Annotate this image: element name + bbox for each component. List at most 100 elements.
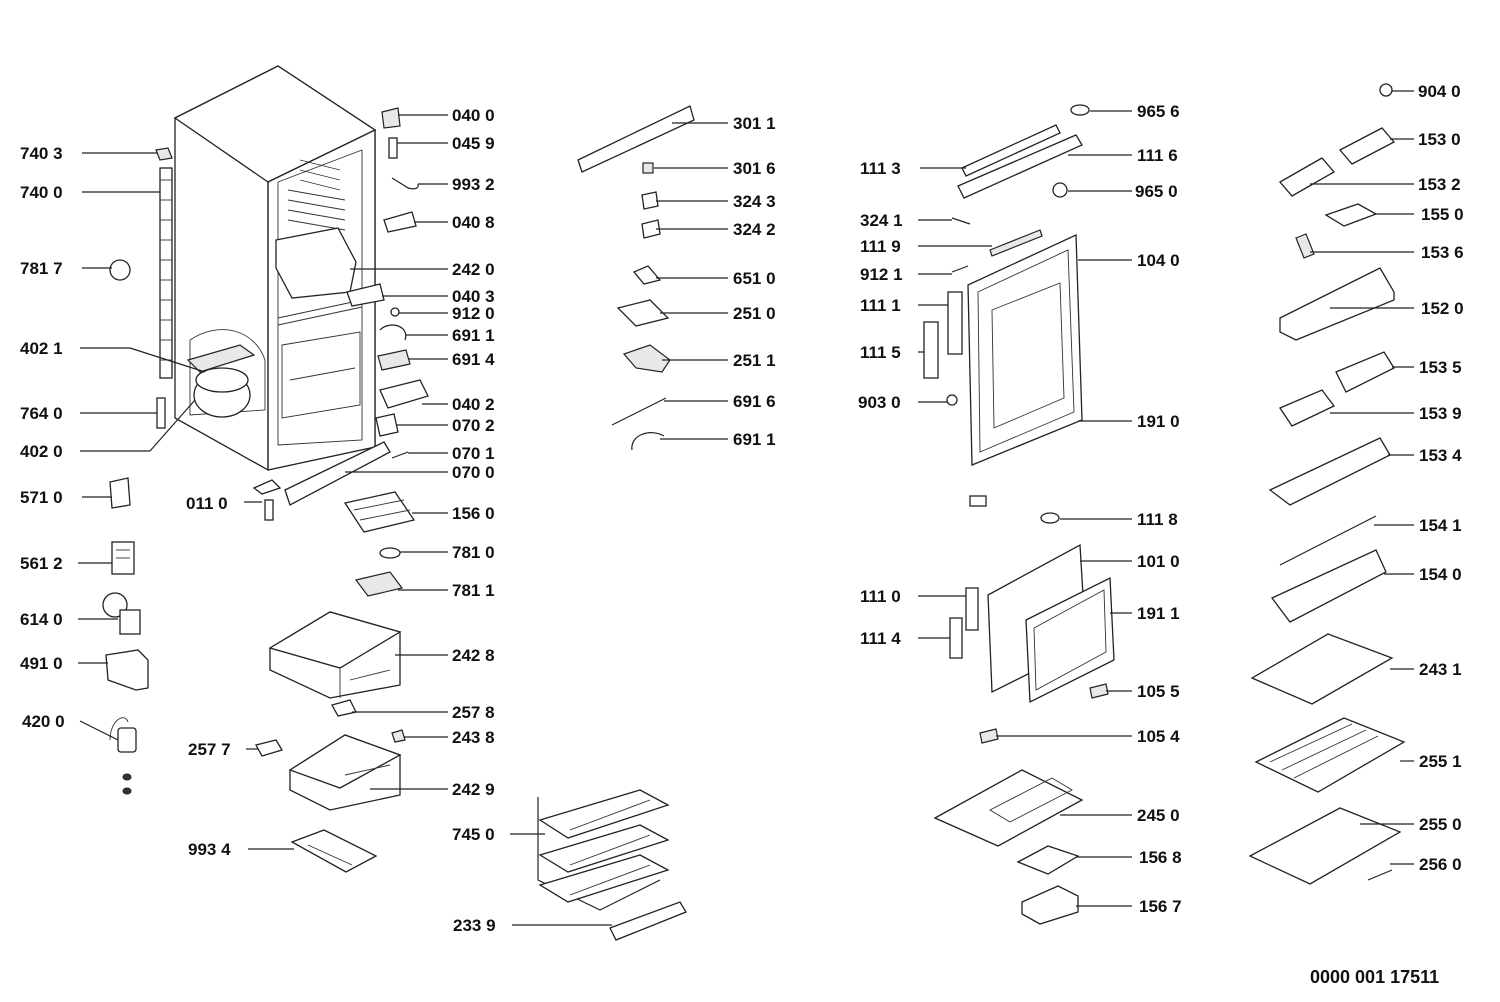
slide-drawing xyxy=(391,729,406,743)
callout-label: 912 0 xyxy=(452,304,495,323)
tray-small-drawing xyxy=(354,571,404,597)
callout-label: 651 0 xyxy=(733,269,776,288)
rail-b-drawing xyxy=(1279,515,1377,566)
hinge-low-drawing xyxy=(379,379,429,409)
callout-labels: 740 3 740 0 781 7 402 1 764 0 402 0 571 … xyxy=(20,82,1464,935)
callout-label: 153 4 xyxy=(1419,446,1462,465)
callout-label: 324 3 xyxy=(733,192,776,211)
hinge-bottom-drawing xyxy=(969,495,987,507)
callout-label: 740 0 xyxy=(20,183,63,202)
plate-drawing xyxy=(616,299,670,327)
callout-label: 764 0 xyxy=(20,404,63,423)
nut-drawing xyxy=(1379,83,1393,97)
door-bin-large-drawing xyxy=(1279,267,1395,341)
callout-label: 781 0 xyxy=(452,543,495,562)
callout-label: 154 1 xyxy=(1419,516,1462,535)
callout-label: 153 6 xyxy=(1421,243,1464,262)
clip-drawing xyxy=(155,147,173,161)
bin-c-drawing xyxy=(1268,437,1391,506)
callout-label: 402 0 xyxy=(20,442,63,461)
screw-b-drawing xyxy=(951,265,969,273)
compressor-drawing xyxy=(186,344,256,418)
ice-tray-drawing xyxy=(343,491,416,533)
reference-number: 0000 001 17511 xyxy=(1310,967,1439,987)
rail-drawing xyxy=(331,699,357,717)
callout-label: 745 0 xyxy=(452,825,495,844)
latch-drawing xyxy=(255,739,283,757)
callout-label: 040 2 xyxy=(452,395,495,414)
gasket-strip-drawing xyxy=(989,229,1043,257)
cover-strip-drawing xyxy=(609,901,687,941)
wire-shelf-drawing xyxy=(537,789,670,911)
timer-drawing xyxy=(102,592,141,635)
cap-a-drawing xyxy=(1070,104,1090,116)
hinge-top-drawing xyxy=(381,107,401,129)
cover-drawing xyxy=(105,649,149,691)
handle-bar-drawing xyxy=(957,134,1083,199)
handle-cover-b-drawing xyxy=(949,617,963,659)
callout-label: 191 1 xyxy=(1137,604,1180,623)
switch-b-drawing xyxy=(641,219,661,239)
callout-label: 111 9 xyxy=(860,237,901,256)
callout-label: 153 9 xyxy=(1419,404,1462,423)
callout-label: 040 8 xyxy=(452,213,495,232)
wire-drawing-b xyxy=(631,432,665,451)
callout-label: 155 0 xyxy=(1421,205,1464,224)
callout-label: 242 8 xyxy=(452,646,495,665)
bin-b-drawing xyxy=(1279,389,1335,427)
lamp-holder-drawing xyxy=(377,349,411,371)
handle-drawing xyxy=(947,291,963,355)
leader-lines xyxy=(78,90,1414,926)
ring-drawing xyxy=(379,547,401,559)
egg-box-drawing xyxy=(1278,127,1396,197)
callout-label: 191 0 xyxy=(1137,412,1180,431)
trim-drawing xyxy=(1367,869,1393,881)
callout-label: 691 6 xyxy=(733,392,776,411)
hinge-mid-drawing xyxy=(346,283,385,307)
callout-label: 243 8 xyxy=(452,728,495,747)
callout-label: 040 0 xyxy=(452,106,495,125)
tray-b-drawing xyxy=(1250,633,1394,705)
callout-label: 153 2 xyxy=(1418,175,1461,194)
callout-label: 255 1 xyxy=(1419,752,1462,771)
callout-label: 491 0 xyxy=(20,654,63,673)
pin-drawing xyxy=(951,217,971,225)
bolt-drawing xyxy=(390,307,400,317)
sensor-drawing xyxy=(391,177,419,190)
callout-label: 111 0 xyxy=(860,587,901,606)
callout-label: 040 3 xyxy=(452,287,495,306)
callout-label: 156 7 xyxy=(1139,897,1182,916)
bracket-drawing xyxy=(375,413,399,437)
callout-label: 242 9 xyxy=(452,780,495,799)
callout-label: 104 0 xyxy=(1137,251,1180,270)
thermostat-drawing xyxy=(111,541,135,575)
callout-label: 614 0 xyxy=(20,610,63,629)
callout-label: 561 2 xyxy=(20,554,63,573)
handle-cover-drawing xyxy=(923,321,939,379)
capacitor-drawing xyxy=(109,717,137,795)
bin-d-drawing xyxy=(1270,549,1387,623)
hinge-d-drawing xyxy=(979,728,999,744)
callout-label: 070 1 xyxy=(452,444,495,463)
strip-top-drawing xyxy=(961,124,1061,177)
hinge-c-drawing xyxy=(1089,683,1109,699)
callout-label: 301 1 xyxy=(733,114,776,133)
small-tray-drawing xyxy=(1016,845,1080,875)
callout-label: 152 0 xyxy=(1421,299,1464,318)
stop-drawing xyxy=(946,394,958,406)
lamp-cover-drawing xyxy=(642,162,654,174)
callout-label: 111 3 xyxy=(860,159,901,178)
callout-label: 233 9 xyxy=(453,916,496,935)
knob-drawing xyxy=(109,259,131,281)
drawer-lower-drawing xyxy=(288,734,402,811)
relay-drawing xyxy=(109,477,131,509)
egg-insert-drawing xyxy=(1324,203,1378,227)
switch-a-drawing xyxy=(641,191,659,210)
callout-label: 904 0 xyxy=(1418,82,1461,101)
callout-label: 781 7 xyxy=(20,259,63,278)
egg-tray-drawing xyxy=(290,829,378,873)
bin-a-drawing xyxy=(1335,351,1395,393)
callout-label: 070 2 xyxy=(452,416,495,435)
